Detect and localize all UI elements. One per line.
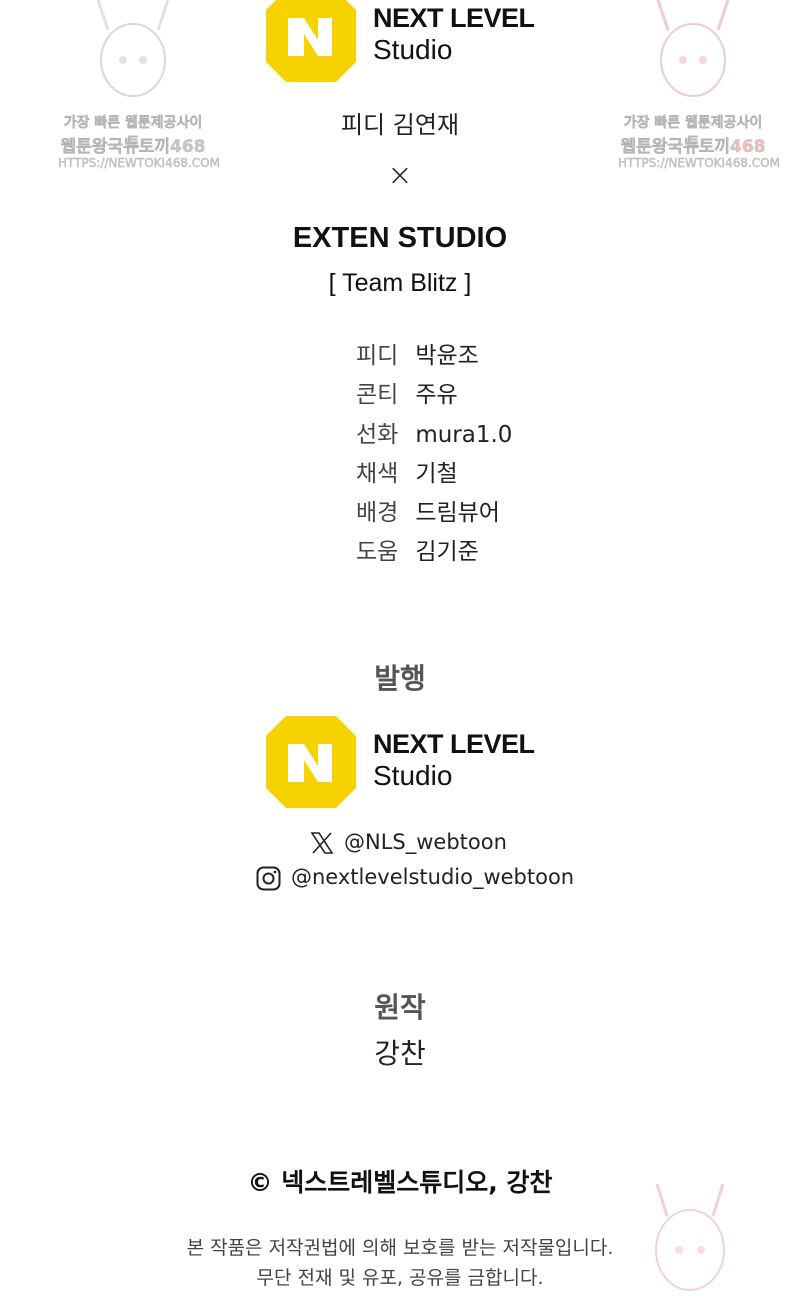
credit-name: 김기준 — [415, 539, 479, 565]
credit-role: 콘티 — [356, 382, 399, 408]
logo-subtitle: Studio — [373, 760, 453, 791]
watermark-character-icon — [656, 0, 730, 97]
watermark-left: 가장 빠른 웹툰제공사이트 웹툰왕국뉴토끼468 HTTPS://NEWTOKI… — [58, 0, 220, 180]
original-heading: 원작 — [374, 991, 426, 1024]
watermark-character-icon — [96, 0, 170, 97]
watermark-line3: HTTPS://NEWTOKI468.COM — [58, 156, 220, 170]
credit-name: 기철 — [415, 461, 458, 487]
studio-name: EXTEN STUDIO — [292, 222, 508, 254]
top-pd-role: 피디 — [340, 111, 386, 139]
cross-symbol: × — [387, 158, 413, 193]
top-pd-credit: 피디 김연재 — [0, 105, 800, 140]
instagram-account[interactable]: @nextlevelstudio_webtoon — [256, 865, 574, 891]
watermark-line3: HTTPS://NEWTOKI468.COM — [618, 156, 780, 170]
instagram-handle[interactable]: @nextlevelstudio_webtoon — [291, 865, 575, 889]
credit-role: 도움 — [356, 539, 399, 565]
original-author: 강찬 — [374, 1037, 426, 1070]
watermark-line1: 가장 빠른 웹툰제공사이트 — [63, 115, 203, 151]
credit-row: 채색 기철 — [356, 454, 458, 488]
credit-row: 선화 mura1.0 — [356, 415, 512, 449]
credit-role: 배경 — [356, 500, 399, 526]
credit-role: 선화 — [356, 422, 399, 448]
credit-row: 콘티 주유 — [356, 375, 458, 409]
top-pd-name: 김연재 — [392, 111, 460, 139]
watermark-right: 가장 빠른 웹툰제공사이트 웹툰왕국뉴토끼468 HTTPS://NEWTOKI… — [618, 0, 780, 180]
watermark-line2: 웹툰왕국뉴토끼 — [60, 137, 170, 157]
watermark-number: 468 — [169, 137, 206, 157]
copyright-text: © 넥스트레벨스튜디오, 강찬 — [247, 1168, 553, 1197]
x-account[interactable]: @NLS_webtoon — [310, 830, 507, 854]
x-handle[interactable]: @NLS_webtoon — [344, 830, 507, 854]
credit-name: 주유 — [415, 382, 458, 408]
credit-name: 드림뷰어 — [415, 500, 500, 526]
logo-subtitle: Studio — [373, 34, 453, 65]
instagram-icon — [256, 866, 281, 890]
notice-line2: 무단 전재 및 유포, 공유를 금합니다. — [256, 1267, 544, 1289]
credit-role: 피디 — [356, 343, 399, 369]
watermark-bottom-right — [625, 1180, 775, 1301]
credit-row: 도움 김기준 — [356, 532, 479, 566]
team-name: [ Team Blitz ] — [328, 269, 472, 297]
watermark-number: 468 — [729, 137, 766, 157]
next-level-logo-top: NEXT LEVEL Studio — [266, 0, 566, 82]
credit-row: 배경 드림뷰어 — [356, 493, 500, 527]
credit-role: 채색 — [356, 461, 399, 487]
notice-line1: 본 작품은 저작권법에 의해 보호를 받는 저작물입니다. — [186, 1237, 614, 1259]
publisher-heading: 발행 — [374, 662, 426, 695]
logo-title: NEXT LEVEL — [373, 729, 535, 759]
watermark-character-icon — [655, 1183, 725, 1291]
watermark-line2: 웹툰왕국뉴토끼 — [620, 137, 730, 157]
credit-row: 피디 박윤조 — [356, 336, 479, 370]
next-level-logo-icon — [266, 716, 356, 808]
x-logo-icon — [310, 832, 334, 854]
next-level-logo-icon — [266, 0, 356, 82]
credit-name: mura1.0 — [415, 422, 513, 448]
credit-name: 박윤조 — [415, 343, 479, 369]
watermark-line1: 가장 빠른 웹툰제공사이트 — [623, 115, 763, 151]
next-level-logo-publisher: NEXT LEVEL Studio — [266, 716, 566, 808]
logo-title: NEXT LEVEL — [373, 3, 535, 33]
